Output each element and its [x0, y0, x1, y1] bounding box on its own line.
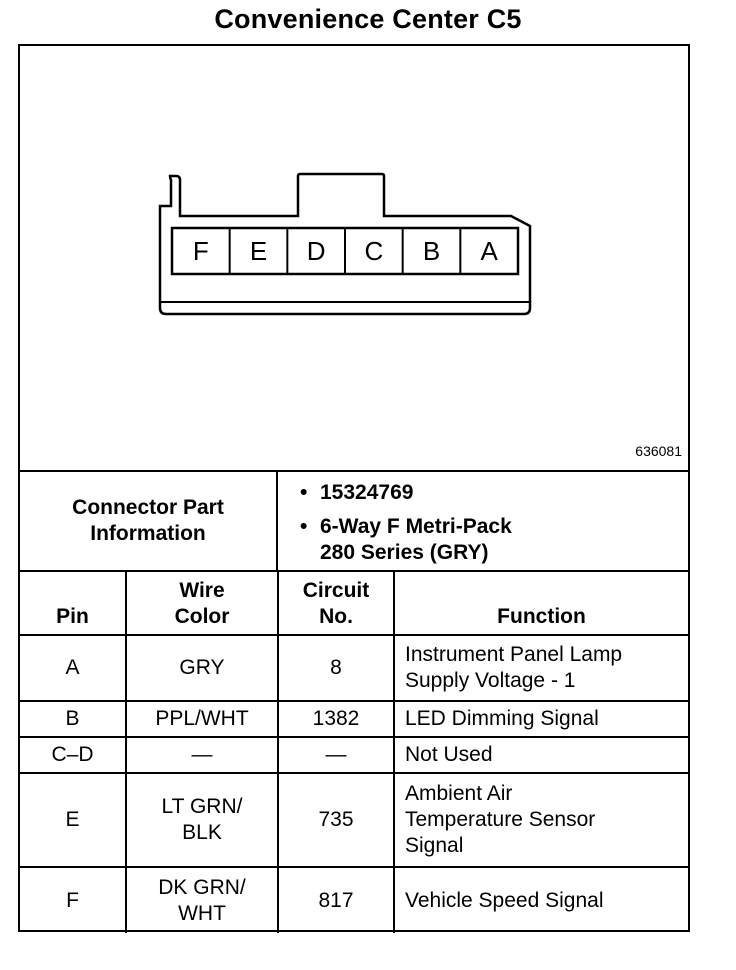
- pin-cell: E: [20, 772, 127, 868]
- header-pin: Pin: [20, 570, 127, 636]
- cavity-label-e: E: [250, 236, 267, 266]
- pin-cell: B: [20, 700, 127, 738]
- part-description-line2: 280 Series (GRY): [320, 541, 489, 564]
- cavity-label-d: D: [307, 236, 326, 266]
- function-cell: Not Used: [393, 736, 688, 774]
- connector-figure: F E D C B A 636081: [20, 46, 688, 470]
- part-info-label-line1: Connector Part: [72, 496, 224, 519]
- cavity-label-b: B: [423, 236, 440, 266]
- circuit-cell: 8: [277, 634, 395, 702]
- pin-table-header: Pin Wire Color Circuit No. Function: [20, 570, 688, 636]
- bullet-icon: •: [300, 481, 308, 504]
- circuit-cell: 1382: [277, 700, 395, 738]
- part-number-item: • 15324769: [300, 480, 414, 506]
- part-number: 15324769: [320, 481, 414, 504]
- part-info-label-line2: Information: [90, 522, 206, 545]
- cavity-label-c: C: [364, 236, 383, 266]
- function-cell: Vehicle Speed Signal: [393, 866, 688, 933]
- wire-color-cell: DK GRN/WHT: [125, 866, 279, 933]
- part-info-label: Connector Part Information: [20, 472, 278, 570]
- table-row: C–D——Not Used: [20, 736, 688, 774]
- cavity-label-f: F: [193, 236, 209, 266]
- part-info-values: • 15324769 • 6-Way F Metri-Pack 280 Seri…: [278, 472, 688, 570]
- page-title: Convenience Center C5: [214, 4, 522, 34]
- pin-cell: A: [20, 634, 127, 702]
- bullet-icon: •: [300, 515, 308, 538]
- wire-color-cell: GRY: [125, 634, 279, 702]
- circuit-cell: —: [277, 736, 395, 774]
- circuit-cell: 735: [277, 772, 395, 868]
- connector-part-info: Connector Part Information • 15324769 • …: [20, 470, 688, 570]
- header-circuit: Circuit No.: [277, 570, 395, 636]
- header-function: Function: [393, 570, 688, 636]
- wire-color-cell: —: [125, 736, 279, 774]
- wire-color-cell: LT GRN/BLK: [125, 772, 279, 868]
- pin-cell: F: [20, 866, 127, 933]
- header-wire-color: Wire Color: [125, 570, 279, 636]
- wire-color-cell: PPL/WHT: [125, 700, 279, 738]
- part-description-line1: 6-Way F Metri-Pack: [320, 515, 512, 538]
- figure-id: 636081: [635, 443, 682, 459]
- circuit-cell: 817: [277, 866, 395, 933]
- cavity-label-a: A: [480, 236, 498, 266]
- connector-body: [158, 172, 532, 316]
- function-cell: LED Dimming Signal: [393, 700, 688, 738]
- pin-cell: C–D: [20, 736, 127, 774]
- part-description-item: • 6-Way F Metri-Pack 280 Series (GRY): [300, 514, 512, 566]
